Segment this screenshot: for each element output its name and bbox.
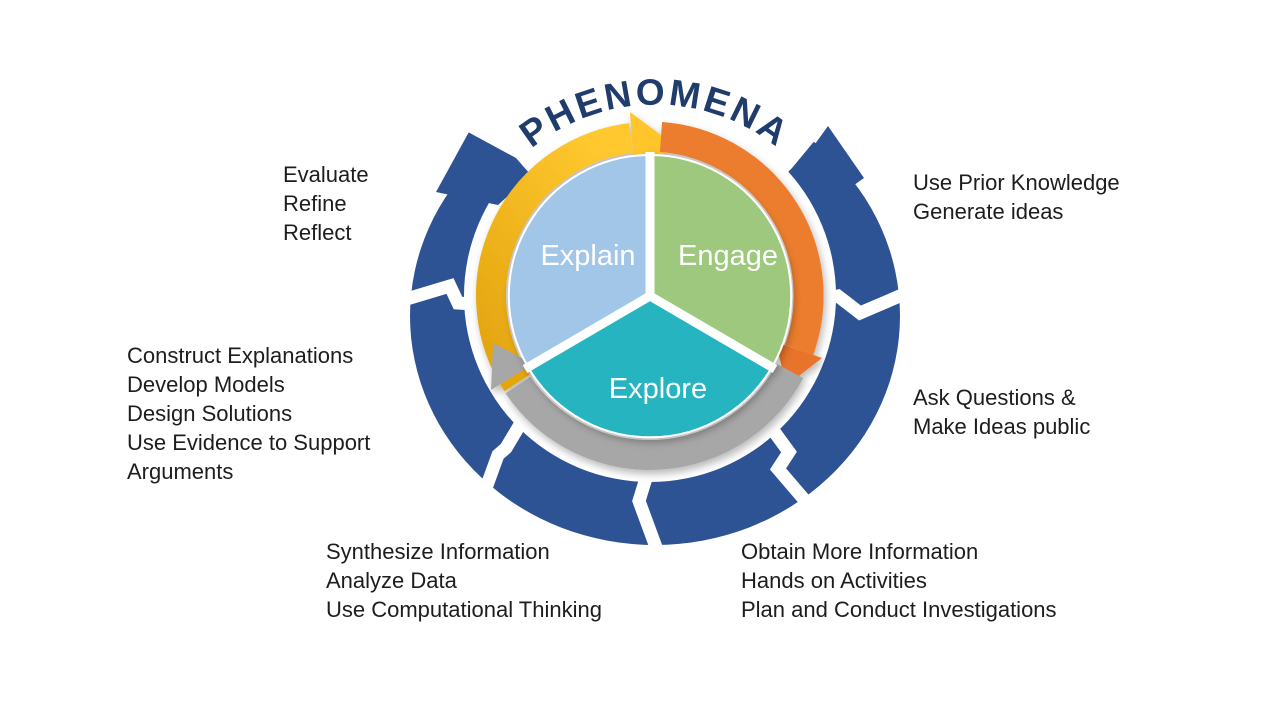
ring-gap-bottom-right (764, 422, 825, 523)
note-line: Construct Explanations (127, 343, 354, 368)
note-obtain-more-information: Obtain More Information Hands on Activit… (741, 537, 1057, 624)
note-line: Obtain More Information (741, 539, 979, 564)
note-line: Hands on Activities (741, 568, 927, 593)
orange-arrow-arc (659, 122, 824, 356)
ring-gap-bottom (632, 460, 667, 561)
note-evaluate-refine-reflect: Evaluate Refine Reflect (283, 160, 369, 247)
note-line: Make Ideas public (913, 414, 1091, 439)
note-line: Ask Questions & (913, 385, 1076, 410)
gray-arrow-arc (505, 363, 804, 471)
wedge-separators (522, 152, 778, 373)
gray-arrow-head-icon (491, 343, 533, 390)
ring-peak-left (436, 130, 532, 205)
cycle-arrows (476, 112, 824, 471)
note-use-prior-knowledge: Use Prior Knowledge Generate ideas (913, 168, 1120, 226)
note-line: Analyze Data (326, 568, 457, 593)
ring-gap-bottom-left (471, 397, 540, 513)
wedge-label-explore: Explore (609, 373, 707, 405)
note-line: Reflect (283, 220, 352, 245)
note-line: Use Computational Thinking (326, 597, 602, 622)
note-ask-questions: Ask Questions & Make Ideas public (913, 383, 1090, 441)
yellow-arrow-arc (476, 123, 633, 392)
ring-peak-right (792, 126, 864, 205)
note-line: Evaluate (283, 162, 369, 187)
note-line: Use Evidence to Support (127, 430, 371, 455)
note-line: Synthesize Information (326, 539, 550, 564)
wedge-label-engage: Engage (678, 240, 778, 272)
note-line: Plan and Conduct Investigations (741, 597, 1057, 622)
wedge-explore (526, 294, 774, 439)
note-line: Refine (283, 191, 347, 216)
note-line: Use Prior Knowledge (913, 170, 1120, 195)
wedge-label-explain: Explain (540, 240, 635, 272)
note-line: Design Solutions (127, 401, 293, 426)
cycle-pie: Explain Engage Explore (507, 152, 793, 439)
note-construct-explanations: Construct Explanations Develop Models De… (127, 341, 370, 486)
note-line: Develop Models (127, 372, 285, 397)
note-synthesize-information: Synthesize Information Analyze Data Use … (326, 537, 602, 624)
note-line: Arguments (127, 459, 234, 484)
note-line: Generate ideas (913, 199, 1064, 224)
ring-gaps (398, 278, 905, 561)
